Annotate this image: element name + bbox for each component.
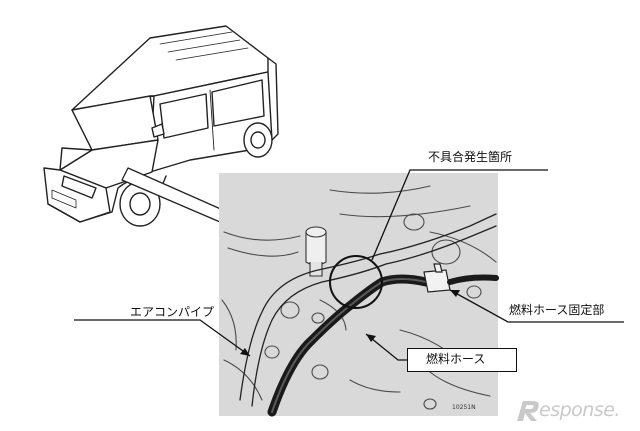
label-fuel-hose-fixing: 燃料ホース固定部 [509, 303, 605, 317]
photo-part-number: 10251N [452, 404, 476, 411]
watermark-text: esponse. [539, 399, 620, 421]
leader-arrowheads [240, 290, 460, 356]
label-ac-pipe: エアコンパイプ [130, 305, 215, 319]
response-watermark: esponse. [515, 399, 635, 423]
label-defect-location: 不具合発生箇所 [428, 150, 513, 164]
van-illustration [43, 25, 279, 227]
engine-bay-photo [219, 173, 499, 417]
response-logo-icon [517, 401, 539, 421]
label-fuel-hose: 燃料ホース [407, 348, 517, 372]
leader-lines [74, 169, 624, 361]
